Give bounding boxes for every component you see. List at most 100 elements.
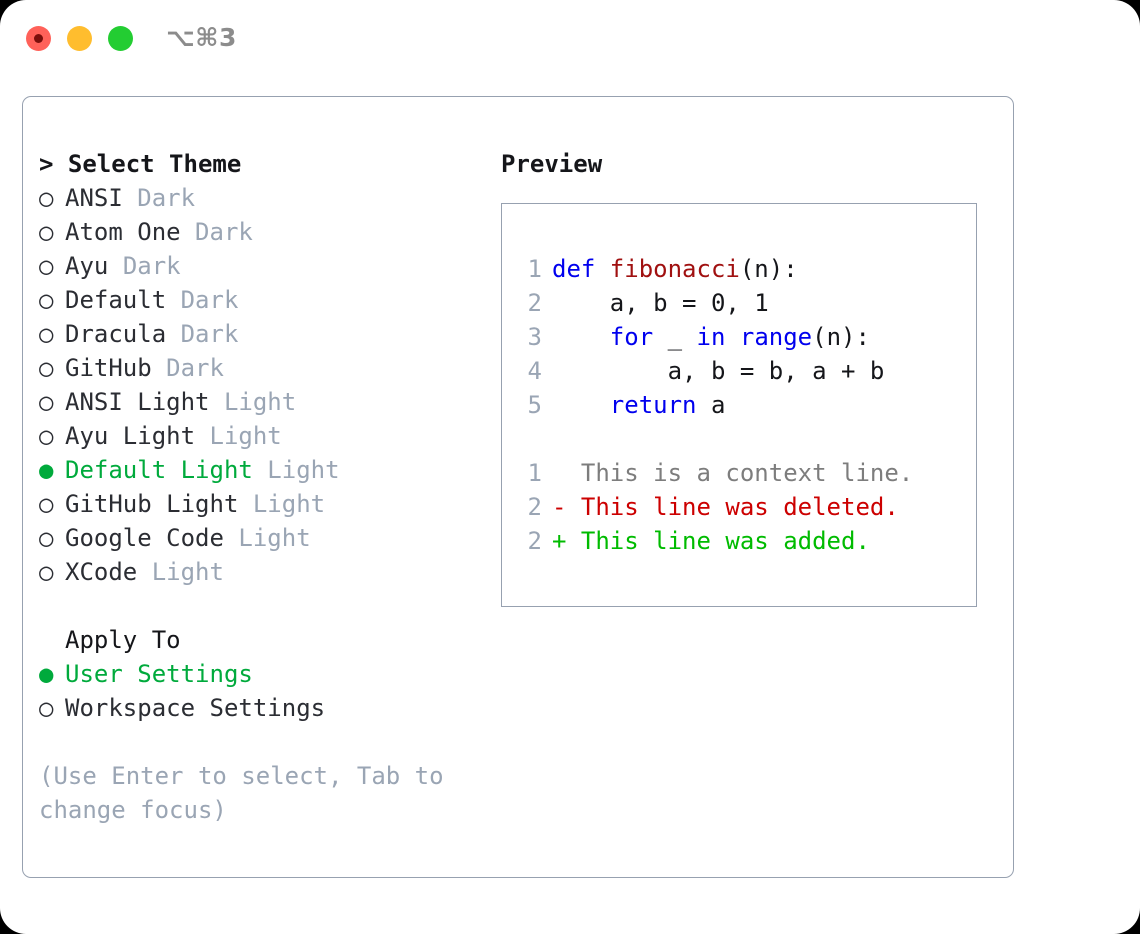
diff-line: 1 This is a context line. xyxy=(516,456,976,490)
theme-kind-badge: Light xyxy=(151,558,224,586)
spacer xyxy=(224,521,238,555)
code-token: _ xyxy=(653,323,697,351)
theme-kind-badge: Dark xyxy=(180,320,239,348)
main-panel: > Select Theme ○ANSI Dark○Atom One Dark○… xyxy=(22,96,1014,878)
apply-to-label: Workspace Settings xyxy=(65,694,326,722)
radio-unselected-icon[interactable]: ○ xyxy=(39,558,54,586)
code-token: def xyxy=(552,255,610,283)
theme-selection-column: > Select Theme ○ANSI Dark○Atom One Dark○… xyxy=(39,147,494,827)
theme-list-item[interactable]: ○Google Code Light xyxy=(39,521,494,555)
diff-marker: - xyxy=(552,493,567,521)
radio-unselected-icon[interactable]: ○ xyxy=(39,422,54,450)
close-window-button[interactable] xyxy=(26,26,51,51)
theme-kind-badge: Dark xyxy=(122,252,181,280)
code-token: a, b = 0, 1 xyxy=(552,289,769,317)
theme-kind-badge: Light xyxy=(252,490,326,518)
radio-unselected-icon[interactable]: ○ xyxy=(39,252,54,280)
theme-list-item[interactable]: ○ GitHub Dark xyxy=(39,351,494,385)
radio-unselected-icon[interactable]: ○ xyxy=(39,524,54,552)
diff-line: 2 + This line was added. xyxy=(516,524,976,558)
code-token: range xyxy=(739,323,813,351)
radio-unselected-icon[interactable]: ○ xyxy=(39,286,54,314)
radio-unselected-icon[interactable]: ○ xyxy=(39,354,54,382)
apply-to-item[interactable]: ○ Workspace Settings xyxy=(39,691,494,725)
apply-to-list[interactable]: ● User Settings ○ Workspace Settings xyxy=(39,657,494,725)
code-token: fibonacci xyxy=(609,255,740,283)
code-line: 4 a, b = b, a + b xyxy=(516,354,976,388)
theme-name: Ayu Light xyxy=(65,422,196,450)
diff-marker xyxy=(552,459,566,487)
code-line-number: 2 xyxy=(527,289,542,317)
radio-selected-icon[interactable]: ● xyxy=(39,456,54,484)
theme-kind-badge: Dark xyxy=(166,354,224,382)
title-bar: ⌥⌘3 xyxy=(0,0,1140,78)
preview-header: Preview xyxy=(501,150,603,178)
radio-unselected-icon[interactable]: ○ xyxy=(39,184,54,212)
section-spacer xyxy=(39,589,494,623)
theme-list-item[interactable]: ○ Ayu Dark xyxy=(39,249,494,283)
theme-list-item[interactable]: ○Ayu Light Light xyxy=(39,419,494,453)
theme-list[interactable]: ○ANSI Dark○Atom One Dark○Ayu Dark○Defaul… xyxy=(39,181,494,589)
code-token: in xyxy=(696,323,726,351)
theme-name: GitHub Light xyxy=(65,490,239,518)
code-token: a, b = b, a + b xyxy=(552,357,885,385)
window-shortcut-label: ⌥⌘3 xyxy=(166,23,237,52)
code-token: a xyxy=(696,391,726,419)
code-token: return xyxy=(609,391,697,419)
spacer xyxy=(238,487,252,521)
diff-text: This line was added. xyxy=(566,527,870,555)
theme-kind-badge: Dark xyxy=(195,218,253,246)
radio-unselected-icon[interactable]: ○ xyxy=(39,320,54,348)
diff-text: This is a context line. xyxy=(566,459,914,487)
theme-list-item[interactable]: ○ Atom One Dark xyxy=(39,215,494,249)
code-line-number: 1 xyxy=(527,255,542,283)
diff-line-number: 2 xyxy=(527,527,542,555)
minimize-window-button[interactable] xyxy=(67,26,92,51)
code-line: 5 return a xyxy=(516,388,976,422)
select-theme-header: > Select Theme xyxy=(39,150,242,178)
theme-name: Default xyxy=(65,286,167,314)
theme-name: GitHub xyxy=(65,354,152,382)
spacer xyxy=(210,385,224,419)
theme-list-item[interactable]: ○ Default Dark xyxy=(39,283,494,317)
spacer xyxy=(181,215,195,249)
radio-selected-icon[interactable]: ● xyxy=(39,660,54,688)
theme-list-item[interactable]: ○Dracula Dark xyxy=(39,317,494,351)
code-token xyxy=(552,391,610,419)
radio-unselected-icon[interactable]: ○ xyxy=(39,218,54,246)
theme-name: XCode xyxy=(65,558,138,586)
theme-name: Atom One xyxy=(65,218,181,246)
spacer xyxy=(166,283,180,317)
theme-list-item[interactable]: ○ANSI Dark xyxy=(39,181,494,215)
spacer xyxy=(152,351,166,385)
keyboard-hint-text: (Use Enter to select, Tab to change focu… xyxy=(39,762,444,824)
theme-kind-badge: Light xyxy=(267,456,340,484)
radio-unselected-icon[interactable]: ○ xyxy=(39,388,54,416)
radio-unselected-icon[interactable]: ○ xyxy=(39,490,54,518)
code-token xyxy=(725,323,739,351)
theme-name: Ayu xyxy=(65,252,109,280)
theme-list-item[interactable]: ○ GitHub Light Light xyxy=(39,487,494,521)
spacer xyxy=(108,249,122,283)
theme-list-item[interactable]: ○ XCode Light xyxy=(39,555,494,589)
theme-kind-badge: Dark xyxy=(180,286,239,314)
maximize-window-button[interactable] xyxy=(108,26,133,51)
theme-name: ANSI Light xyxy=(65,388,210,416)
spacer xyxy=(137,555,151,589)
radio-unselected-icon[interactable]: ○ xyxy=(39,694,54,722)
spacer xyxy=(166,317,180,351)
spacer xyxy=(195,419,209,453)
code-line: 1 def fibonacci(n): xyxy=(516,252,976,286)
diff-marker: + xyxy=(552,527,567,555)
apply-to-item[interactable]: ● User Settings xyxy=(39,657,494,691)
apply-to-label: User Settings xyxy=(65,660,253,688)
code-line-number: 5 xyxy=(527,391,542,419)
theme-list-item[interactable]: ●Default Light Light xyxy=(39,453,494,487)
theme-list-item[interactable]: ○ANSI Light Light xyxy=(39,385,494,419)
code-token: (n): xyxy=(739,255,798,283)
code-token: for xyxy=(609,323,654,351)
